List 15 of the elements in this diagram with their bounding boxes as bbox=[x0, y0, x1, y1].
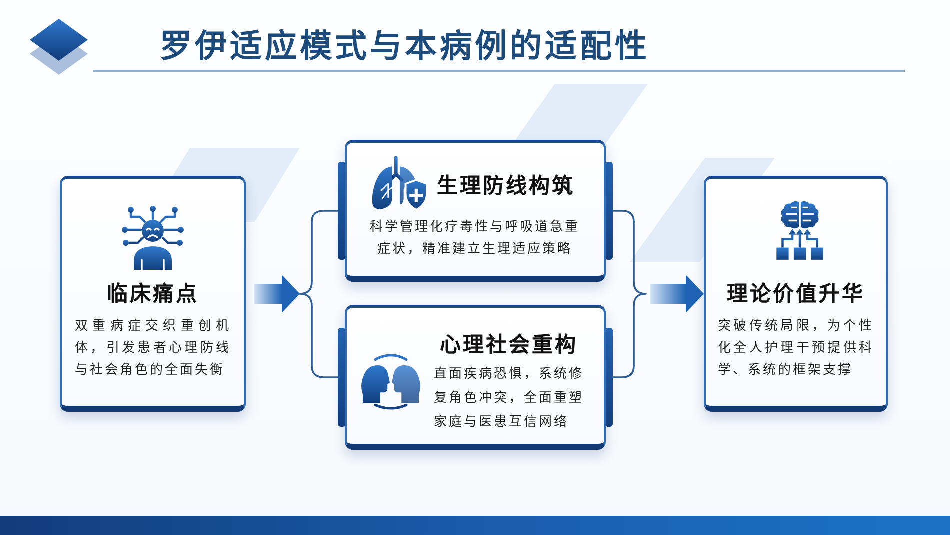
card-text: 突破传统局限，为个性化全人护理干预提供科学、系统的框架支撑 bbox=[718, 318, 874, 380]
card-text: 双重病症交织重创机体，引发患者心理防线与社会角色的全面失衡 bbox=[75, 318, 231, 380]
card-heading: 理论价值升华 bbox=[727, 281, 865, 308]
card bbox=[60, 176, 246, 412]
card-heading: 临床痛点 bbox=[107, 281, 199, 308]
card-text: 直面疾病恐惧，系统修复角色冲突，全面重塑家庭与医患互信网络 bbox=[434, 366, 585, 432]
brace bbox=[633, 221, 647, 367]
card-heading: 生理防线构筑 bbox=[437, 173, 575, 200]
card bbox=[345, 140, 606, 282]
card-heading: 心理社会重构 bbox=[440, 332, 578, 359]
card bbox=[345, 305, 606, 450]
brace bbox=[299, 221, 313, 367]
title: 罗伊适应模式与本病例的适配性 bbox=[160, 26, 650, 66]
card bbox=[704, 176, 888, 412]
card-text: 科学管理化疗毒性与呼吸道急重症状，精准建立生理适应策略 bbox=[369, 218, 581, 259]
